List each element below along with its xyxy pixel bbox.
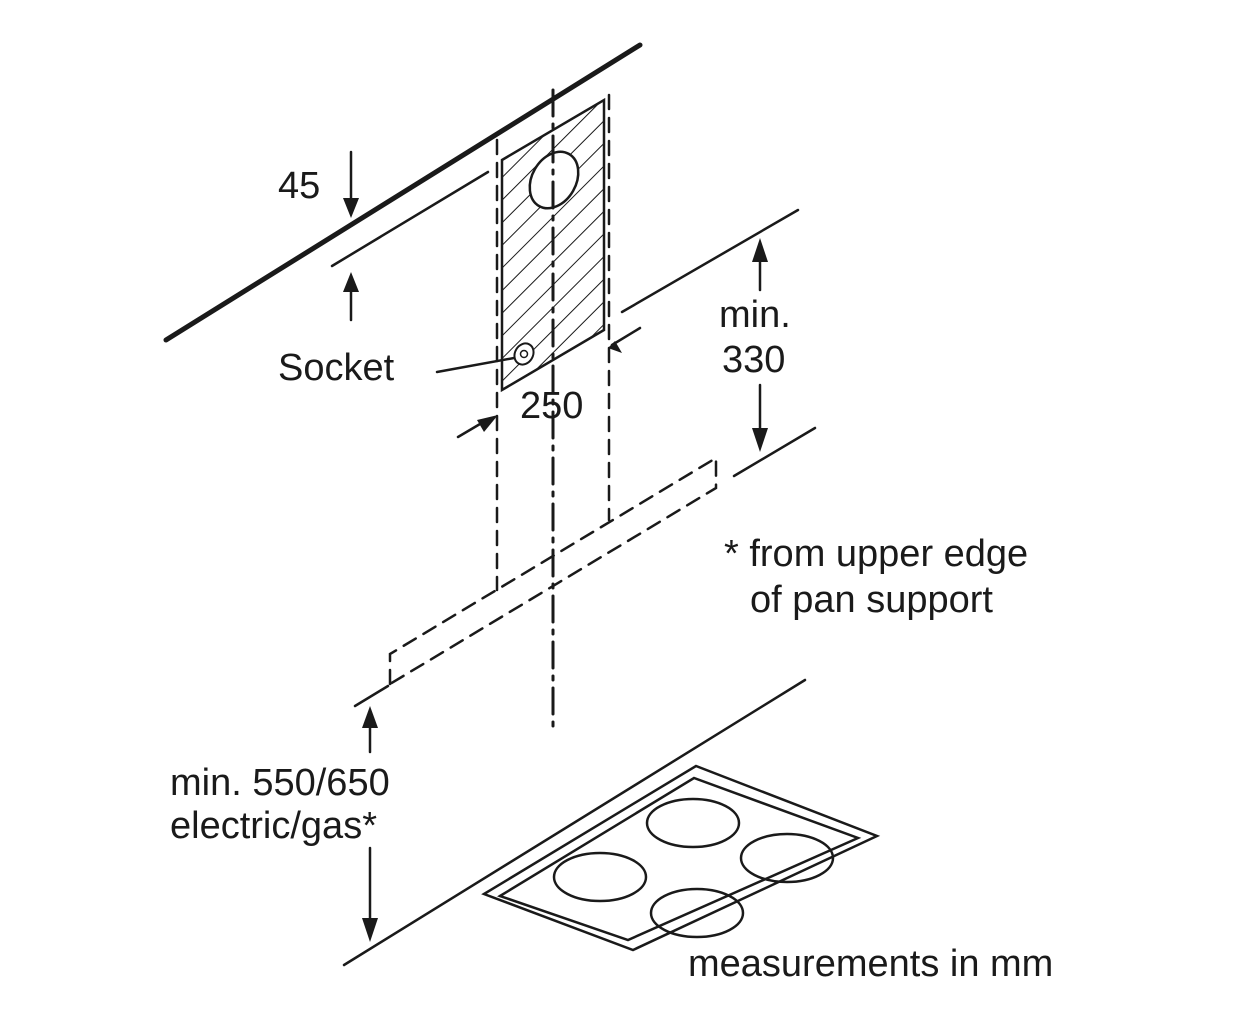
dimension-250: 250 <box>456 326 642 439</box>
dimension-45-label: 45 <box>278 165 320 207</box>
hood-bottom-upper-line <box>620 208 800 314</box>
dimension-330-label-line1: min. <box>719 294 791 336</box>
installation-panel <box>500 97 606 393</box>
dimension-250-label: 250 <box>520 385 583 427</box>
note-line1: * from upper edge <box>724 533 1028 575</box>
duct-opening <box>528 150 580 210</box>
dimension-550-650-label-line1: min. 550/650 <box>170 762 390 804</box>
units-note: measurements in mm <box>688 943 1053 985</box>
hood-lower-edge-line <box>353 684 390 708</box>
dimension-550-650: min. 550/650 electric/gas* <box>170 706 390 942</box>
dimension-330: min. 330 <box>719 238 791 452</box>
burner-right <box>739 832 835 884</box>
dimension-550-650-label-line2: electric/gas* <box>170 805 377 847</box>
hood-outline-dashed <box>388 455 718 686</box>
socket-leader <box>435 356 516 374</box>
hood-top-line <box>330 170 490 268</box>
dimension-330-label-line2: 330 <box>722 339 785 381</box>
burner-front <box>649 887 745 939</box>
socket-label: Socket <box>278 347 395 389</box>
burner-left <box>552 851 648 903</box>
burner-back <box>645 797 741 849</box>
socket-icon <box>513 342 535 366</box>
hood-bottom-lower-line <box>732 426 817 478</box>
dimension-45: 45 <box>278 150 359 322</box>
ceiling-line <box>163 42 643 343</box>
hob <box>481 764 881 952</box>
note-line2: of pan support <box>750 579 993 621</box>
worktop-line <box>342 678 807 967</box>
